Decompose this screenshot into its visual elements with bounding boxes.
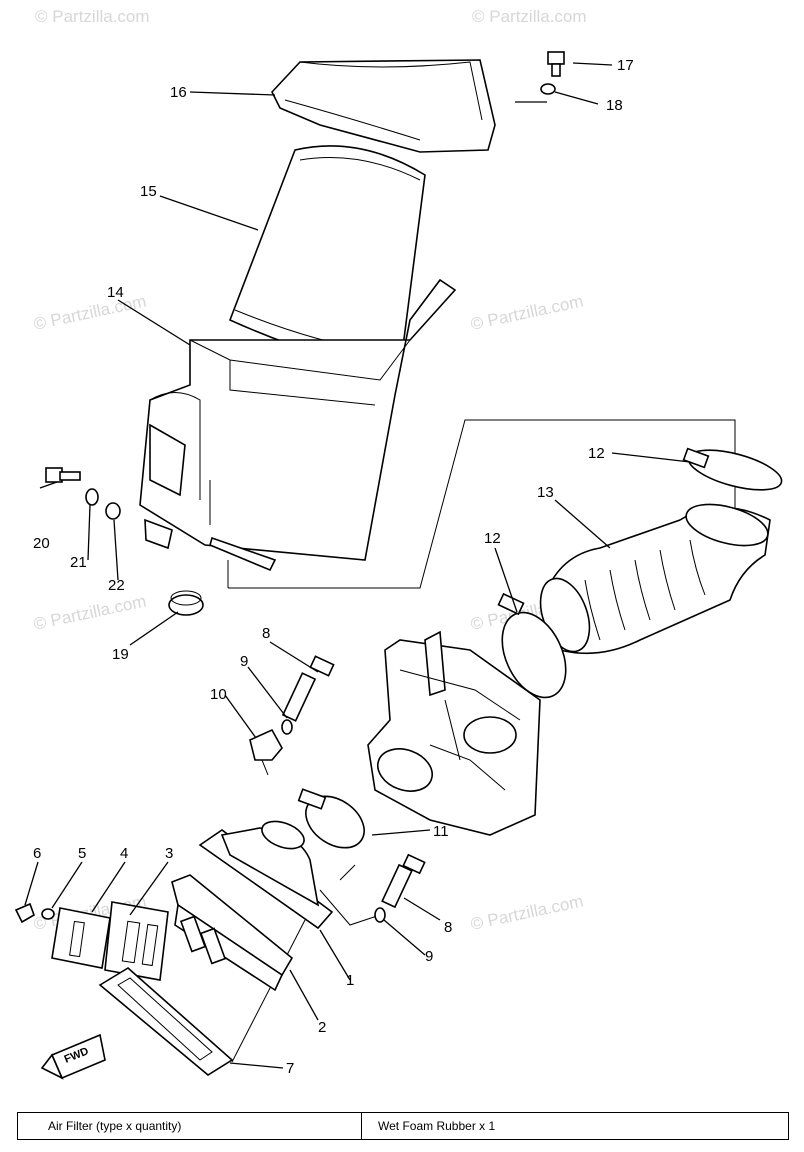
callout-18: 18: [606, 97, 623, 114]
part-9-washer-upper: [281, 719, 293, 735]
callouts: 1 2 3 4 5 6 7 8 8 9 9 10 11 12 12 13 14 …: [33, 57, 634, 1077]
callout-22: 22: [108, 577, 125, 594]
part-3-reed-stopper: [104, 901, 169, 981]
watermark: © Partzilla.com: [472, 7, 587, 26]
part-8-bolt-upper: [281, 655, 335, 722]
part-22-collar: [105, 502, 121, 520]
footer-spec-label: Air Filter (type x quantity): [18, 1113, 362, 1139]
callout-20: 20: [33, 535, 50, 552]
callout-12-upper: 12: [588, 445, 605, 462]
part-20-bolt: [45, 467, 81, 483]
callout-7: 7: [286, 1060, 294, 1077]
callout-12-lower: 12: [484, 530, 501, 547]
part-5-washer: [41, 908, 55, 920]
part-16-airbox-cover: [271, 59, 496, 153]
callout-14: 14: [107, 284, 124, 301]
callout-13: 13: [537, 484, 554, 501]
part-14-airbox-case: [139, 278, 457, 572]
callout-4: 4: [120, 845, 128, 862]
part-17-screw: [547, 51, 565, 77]
callout-9-upper: 9: [240, 653, 248, 670]
footer-spec-table: Air Filter (type x quantity) Wet Foam Ru…: [17, 1112, 789, 1140]
part-15-filter-element: [228, 145, 426, 371]
callout-9-lower: 9: [425, 948, 433, 965]
callout-6: 6: [33, 845, 41, 862]
callout-8-upper: 8: [262, 625, 270, 642]
watermark: © Partzilla.com: [35, 7, 150, 26]
callout-21: 21: [70, 554, 87, 571]
callout-10: 10: [210, 686, 227, 703]
leader-lines: [24, 62, 691, 1069]
watermark: © Partzilla.com: [469, 892, 585, 934]
watermark: © Partzilla.com: [32, 292, 148, 334]
fwd-arrow-icon: FWD: [40, 1033, 106, 1080]
callout-2: 2: [318, 1019, 326, 1036]
callout-3: 3: [165, 845, 173, 862]
watermark: © Partzilla.com: [469, 292, 585, 334]
callout-11: 11: [433, 823, 449, 840]
part-13-intake-boot: [539, 503, 771, 655]
callout-17: 17: [617, 57, 634, 74]
part-4-reed-petal: [51, 907, 111, 969]
callout-16: 16: [170, 84, 187, 101]
parts-diagram: © Partzilla.com © Partzilla.com © Partzi…: [14, 7, 783, 1080]
part-19-grommet: [168, 590, 204, 616]
part-11-clamp: [297, 788, 365, 849]
watermark: © Partzilla.com: [32, 592, 148, 634]
part-7-gasket: [98, 967, 234, 1076]
part-12-clamp-upper: [682, 447, 783, 491]
footer-spec-value: Wet Foam Rubber x 1: [378, 1119, 496, 1133]
part-9-washer-lower: [374, 907, 386, 923]
part-1-intake-manifold: [198, 820, 334, 930]
part-12-clamp-lower: [497, 592, 567, 699]
callout-5: 5: [78, 845, 86, 862]
callout-8-lower: 8: [444, 919, 452, 936]
part-18-washer: [540, 83, 556, 95]
callout-1: 1: [346, 972, 354, 989]
part-10-bracket-clip: [249, 728, 283, 776]
part-2-reed-valve: [171, 874, 294, 992]
part-21-washer: [85, 488, 99, 506]
part-8-bolt-lower: [381, 853, 426, 909]
part-6-screw: [14, 902, 35, 924]
callout-19: 19: [112, 646, 129, 663]
callout-15: 15: [140, 183, 157, 200]
part-11-carburetor: [367, 630, 541, 836]
